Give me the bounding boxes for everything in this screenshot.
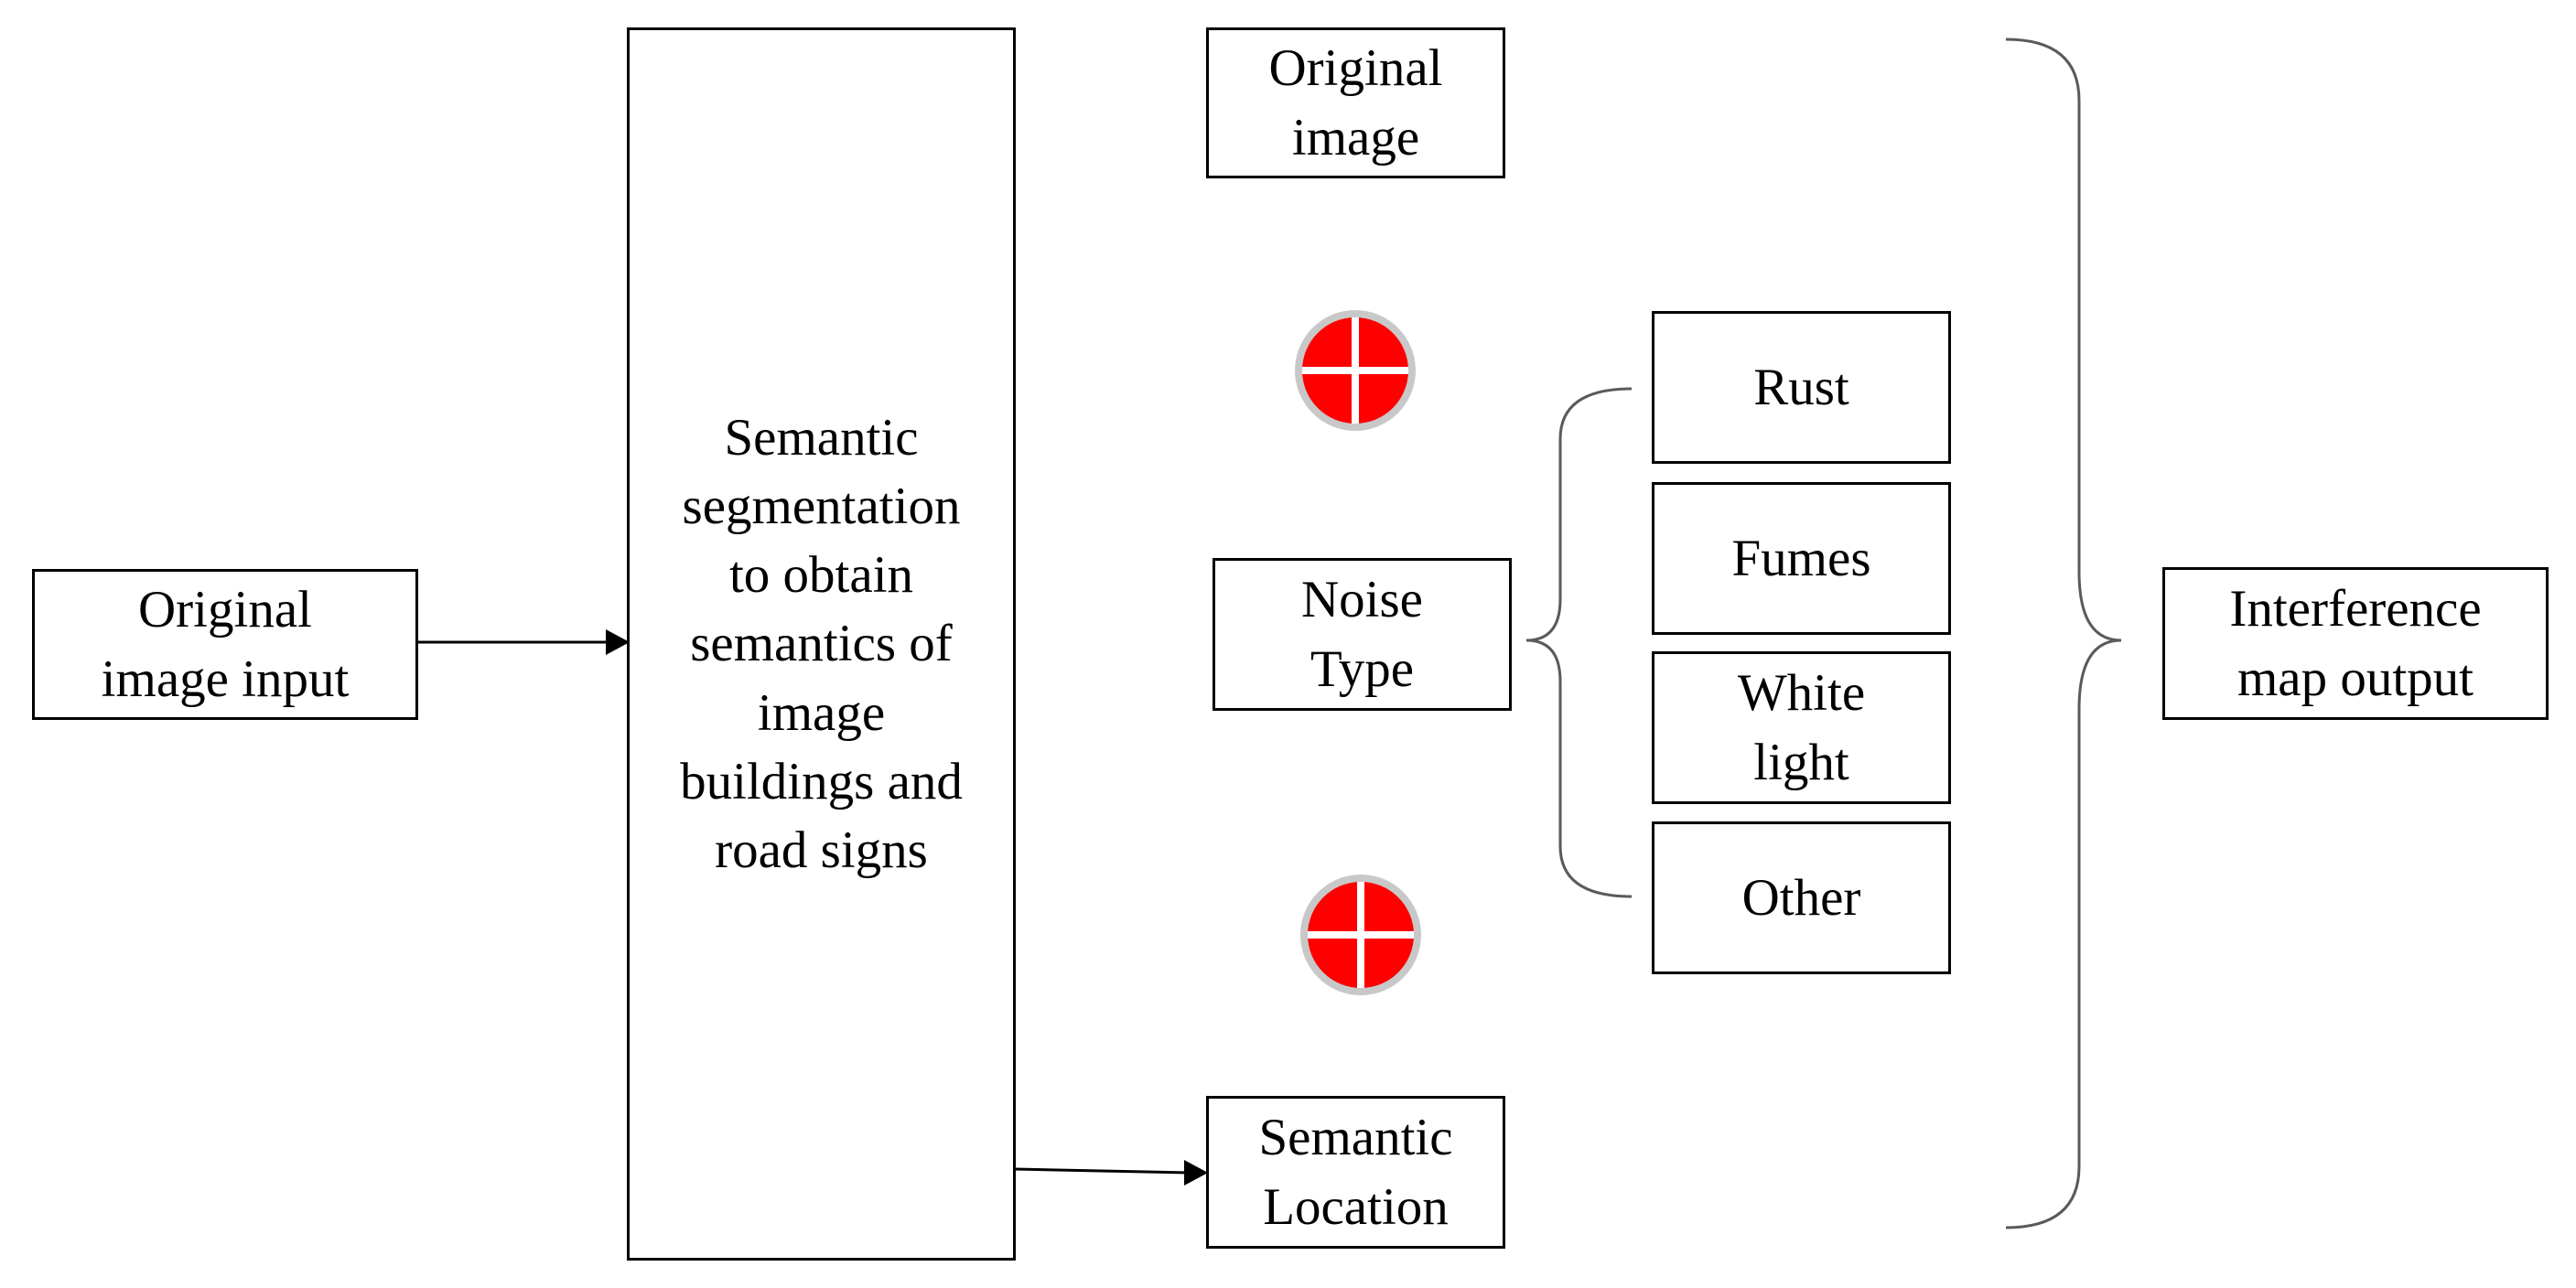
noise-type-label: Noise Type <box>1301 571 1423 698</box>
original-image-input-box: Original image input <box>32 569 418 720</box>
semantic-location-label: Semantic Location <box>1258 1109 1453 1236</box>
other-label: Other <box>1741 868 1861 927</box>
original-image-box: Original image <box>1206 27 1505 178</box>
white-light-box: White light <box>1652 651 1951 804</box>
fumes-box: Fumes <box>1652 482 1951 635</box>
noise-subtype-brace <box>1525 387 1633 898</box>
arrow-input-to-segmentation <box>418 629 630 655</box>
output-grouping-brace <box>2005 38 2122 1229</box>
interference-map-output-box: Interference map output <box>2162 567 2549 720</box>
white-light-label: White light <box>1737 664 1866 791</box>
interference-map-output-label: Interference map output <box>2229 580 2482 707</box>
original-image-input-label: Original image input <box>101 581 350 708</box>
other-box: Other <box>1652 821 1951 974</box>
semantic-segmentation-label: Semantic segmentation to obtain semantic… <box>680 408 963 880</box>
arrow-segmentation-to-location <box>1015 1160 1208 1186</box>
fumes-label: Fumes <box>1731 529 1871 587</box>
semantic-segmentation-box: Semantic segmentation to obtain semantic… <box>627 27 1016 1261</box>
circled-plus-icon <box>1300 875 1421 995</box>
noise-type-box: Noise Type <box>1213 558 1512 711</box>
original-image-label: Original image <box>1268 39 1443 166</box>
semantic-location-box: Semantic Location <box>1206 1096 1505 1249</box>
rust-label: Rust <box>1753 358 1849 416</box>
circled-plus-icon <box>1295 310 1416 431</box>
rust-box: Rust <box>1652 311 1951 464</box>
